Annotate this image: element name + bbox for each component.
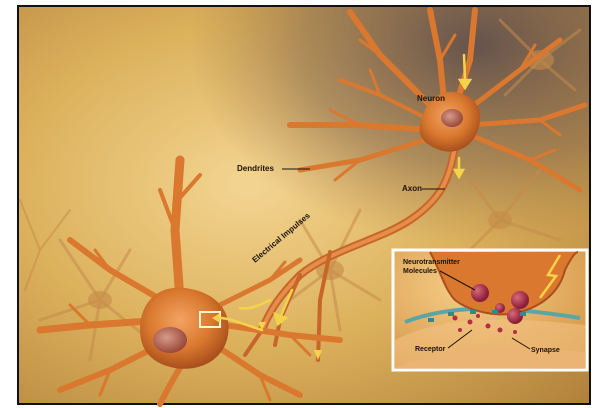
receptor-label: Receptor [415, 346, 446, 353]
axon-label: Axon [402, 184, 422, 193]
synapse-inset-panel: Neurotransmitter Molecules Receptor Syna… [393, 250, 587, 370]
neurotransmitter-label-line1: Neurotransmitter [403, 259, 460, 266]
neuron-label: Neuron [417, 94, 445, 103]
dendrites-label: Dendrites [237, 164, 274, 173]
neurotransmitter-label-line2: Molecules [403, 268, 437, 275]
synapse-label: Synapse [531, 347, 560, 354]
